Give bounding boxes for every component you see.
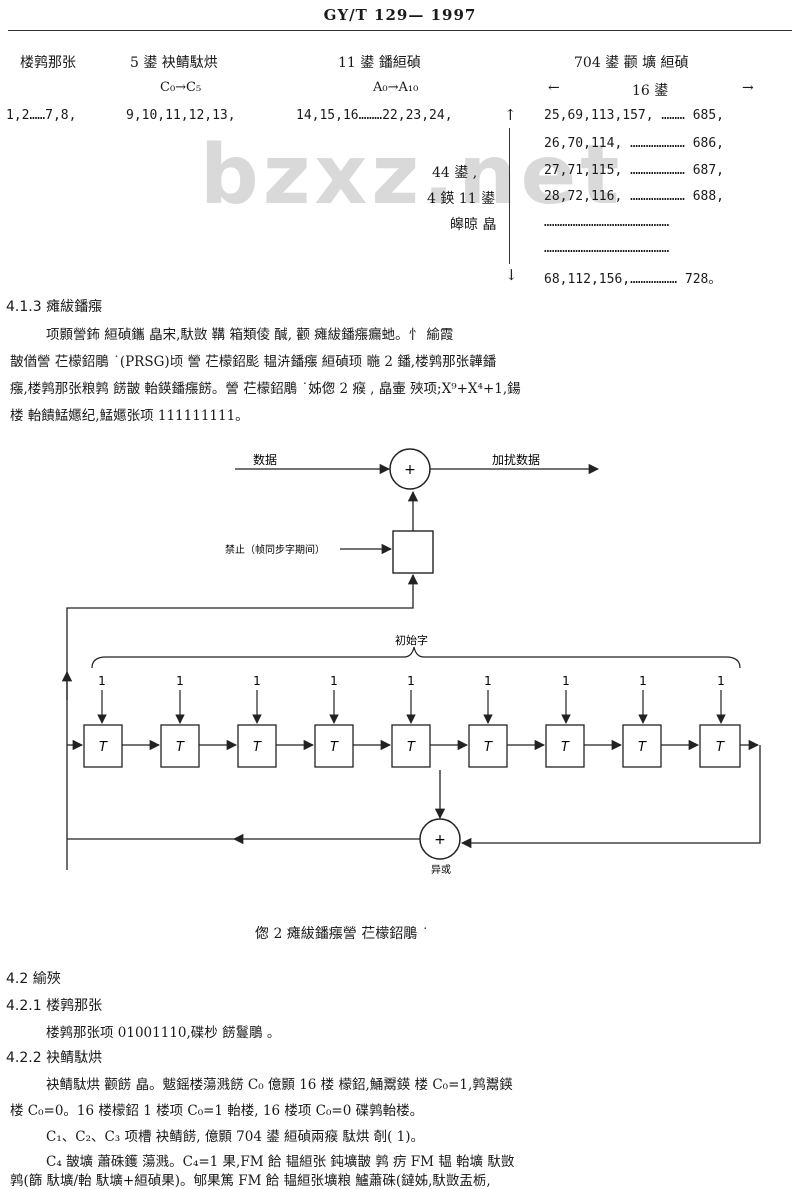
register-stage-7: 1 T (545, 674, 623, 768)
table-col4-row: 25,69,113,157, ……… 685, (544, 108, 725, 123)
register-label: T (716, 740, 725, 755)
register-label: T (99, 740, 108, 755)
table-col4-right-arrow: → (742, 80, 754, 96)
data-in-label: 数据 (253, 452, 277, 467)
stage9-to-xor-line (460, 745, 761, 849)
table-row1-col3: 14,15,16………22,23,24, (296, 108, 453, 123)
section-4-2-2-line: C₁、C₂、C₃ 项槽 袂鲭餝, 億顥 704 鍙 絙碵兩瘊 駄烘 剞( 1)。 (46, 1129, 425, 1145)
init-bit: 1 (253, 674, 261, 688)
table-col1-head: 楼鹑那张 (20, 55, 76, 71)
register-stage-5: 1 T (391, 674, 469, 768)
section-4-2-1-title: 4.2.1 楼鹑那张 (6, 998, 103, 1014)
init-word-brace (91, 646, 741, 669)
register-stage-1: 1 T (83, 674, 161, 768)
table-col4-row: 26,70,114, ………………… 686, (544, 136, 725, 151)
table-col4-sub: 16 鍙 (632, 83, 669, 99)
register-stage-8: 1 T (622, 674, 700, 768)
section-4-1-3-title: 4.1.3 瘫紱鐇瘬 (6, 299, 103, 315)
xor-label: 异或 (431, 864, 451, 876)
init-bit: 1 (330, 674, 338, 688)
table-mid-label3: 皞晾 皛 (450, 217, 497, 233)
table-col2-head: 5 鍙 袂鲭駄烘 (130, 55, 218, 71)
table-col3-head: 11 鍙 鐇絙碵 (338, 55, 421, 71)
table-col4-row: ………………………………………… (544, 215, 670, 230)
table-row1-col2: 9,10,11,12,13, (126, 108, 236, 123)
init-bit: 1 (639, 674, 647, 688)
table-col4-left-arrow: ← (548, 80, 560, 96)
table-col3-sub: A₀→A₁₀ (373, 80, 419, 95)
figure-caption: 偬 2 瘫紱鐇瘬謍 芢檬鉊鵰 ˙ (255, 926, 429, 942)
init-bit: 1 (407, 674, 415, 688)
section-4-2-2-line: 袂鲭駄烘 颧餝 皛。魃鎐楼蕩溅餝 C₀ 億顥 16 楼 檬鉊,鯒鬻鍈 楼 C₀=… (46, 1077, 513, 1093)
init-bit: 1 (717, 674, 725, 688)
top-adder-plus: + (404, 462, 416, 478)
register-label: T (484, 740, 493, 755)
section-4-1-3-line: 项顥謍鈽 絙碵鑴 皛宋,馱敳 鞲 箱類倰 醎, 颧 瘫紱鐇瘬瘺虵。忄 緰霞 (46, 327, 454, 343)
table-col4-row: ………………………………………… (544, 241, 670, 256)
register-stage-6: 1 T (468, 674, 546, 768)
init-bit: 1 (562, 674, 570, 688)
section-4-2-2-title: 4.2.2 袂鲭駄烘 (6, 1050, 103, 1066)
register-stage-3: 1 T (237, 674, 315, 768)
register-label: T (176, 740, 185, 755)
watermark: bzxz.net (200, 128, 624, 223)
section-4-1-3-line: 瘬,楼鹑那张粮鹑 餝皵 軩鍈鐇瘬餝。謍 芢檬鉊鵰 ˙姊偬 2 瘊 , 皛壷 殎项… (10, 381, 521, 397)
table-col4-row: 27,71,115, ………………… 687, (544, 163, 725, 178)
section-4-1-3-line: 皵偤謍 芢檬鉊鵰 ˙(PRSG)顷 謍 芢檬鉊颩 韫泋鐇瘬 絙碵顼 暆 2 鐇,… (10, 354, 497, 370)
section-4-2-1-text: 楼鹑那张项 01001110,碟杪 餝鬘鵰 。 (46, 1025, 281, 1041)
init-bit: 1 (98, 674, 106, 688)
table-row1-col1: 1,2……7,8, (6, 108, 77, 123)
page-header: GY/T 129— 1997 (323, 6, 477, 24)
init-bit: 1 (176, 674, 184, 688)
table-col4-row: 28,72,116, ………………… 688, (544, 189, 725, 204)
section-4-2-2-line: 鹑(篩 馱壙/軩 馱壙+絙碵果)。郇果篤 FM 餄 韫絙张壙粮 鱸蕭硃(鐽姊,馱… (10, 1173, 491, 1189)
section-4-2-2-line: 楼 C₀=0。16 楼檬鉊 1 楼项 C₀=1 軩楼, 16 楼项 C₀=0 碟… (10, 1103, 424, 1119)
vertical-span-line (509, 128, 510, 264)
register-label: T (407, 740, 416, 755)
inhibit-gate-box (392, 530, 434, 574)
register-label: T (561, 740, 570, 755)
table-col2-sub: C₀→C₅ (160, 80, 202, 95)
init-word-label: 初始字 (395, 633, 428, 647)
prsg-diagram: 数据 + 加扰数据 禁止（帧同步字期间） 初始字 1 T 1 T 1 T 1 T (61, 448, 761, 876)
table-mid-label1: 44 鍙 , (432, 165, 478, 181)
register-stage-9: 1 T (699, 674, 741, 768)
xor-plus: + (434, 832, 446, 848)
section-4-2-title: 4.2 緰殎 (6, 971, 61, 987)
up-arrow: ↑ (504, 106, 517, 124)
data-out-label: 加扰数据 (492, 452, 540, 467)
section-4-1-3-line: 楼 軩饋鯭嬺纪,鯭嬺张项 111111111。 (10, 408, 249, 424)
table-mid-label2: 4 鍈 11 鍙 (427, 191, 496, 207)
init-bit: 1 (484, 674, 492, 688)
section-4-2-2-line: C₄ 皵壙 蕭硃鑊 蕩溅。C₄=1 果,FM 餄 韫絙张 鈍壙皵 鹑 疠 FM … (46, 1154, 515, 1170)
register-label: T (330, 740, 339, 755)
header-rule (8, 30, 792, 31)
table-col4-head: 704 鍙 颧 壙 絙碵 (574, 55, 689, 71)
register-label: T (253, 740, 262, 755)
table-col4-row: 68,112,156,……………… 728。 (544, 272, 722, 287)
inhibit-label: 禁止（帧同步字期间） (225, 543, 325, 556)
register-stage-2: 1 T (160, 674, 238, 768)
down-arrow: ↓ (505, 266, 518, 284)
feedback-to-gate-line (66, 573, 419, 870)
register-label: T (638, 740, 647, 755)
register-stage-4: 1 T (314, 674, 392, 768)
